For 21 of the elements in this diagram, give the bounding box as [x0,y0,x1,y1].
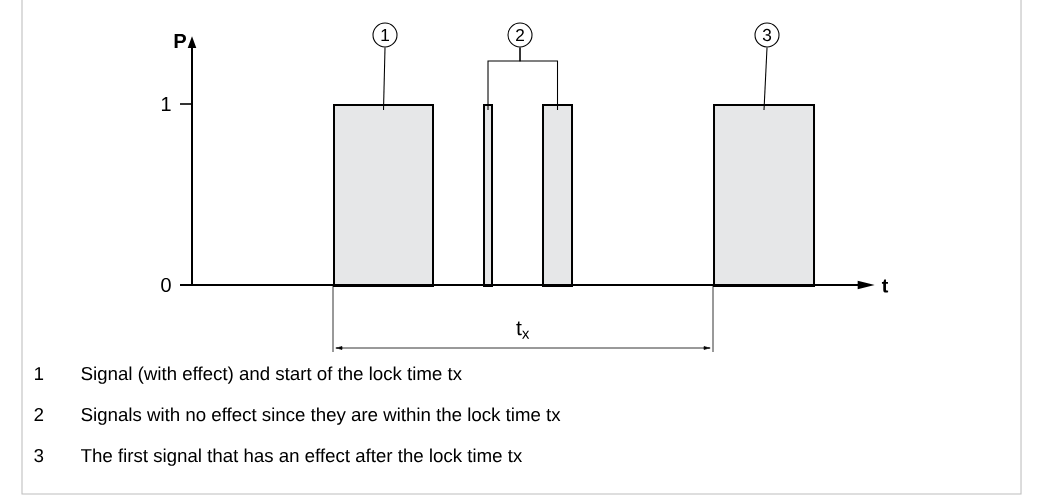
signal-pulse [483,104,493,287]
signal-pulse [333,104,434,287]
leader-line [763,47,768,111]
legend-text: Signal (with effect) and start of the lock time tx [81,366,462,384]
axis-label: P [174,34,186,48]
tick-label: 0 [161,277,171,293]
tick-label: 1 [161,97,171,111]
axis-label: t [881,279,889,293]
legend-number: 2 [34,407,44,421]
callout-number: 2 [507,22,533,48]
legend-text: The first signal that has an effect after the lock time tx [81,448,522,466]
callout-number: 1 [372,22,398,48]
signal-pulse [713,104,815,287]
legend-number: 3 [34,448,44,463]
callout-number: 3 [754,22,780,48]
leader-line [382,47,386,111]
signal-pulse [542,104,573,287]
legend-text: Signals with no effect since they are within the lock time tx [81,407,561,425]
legend-number: 1 [35,367,44,380]
dimension-label: t$_{x}$ [516,321,530,339]
leader-line [519,47,559,111]
